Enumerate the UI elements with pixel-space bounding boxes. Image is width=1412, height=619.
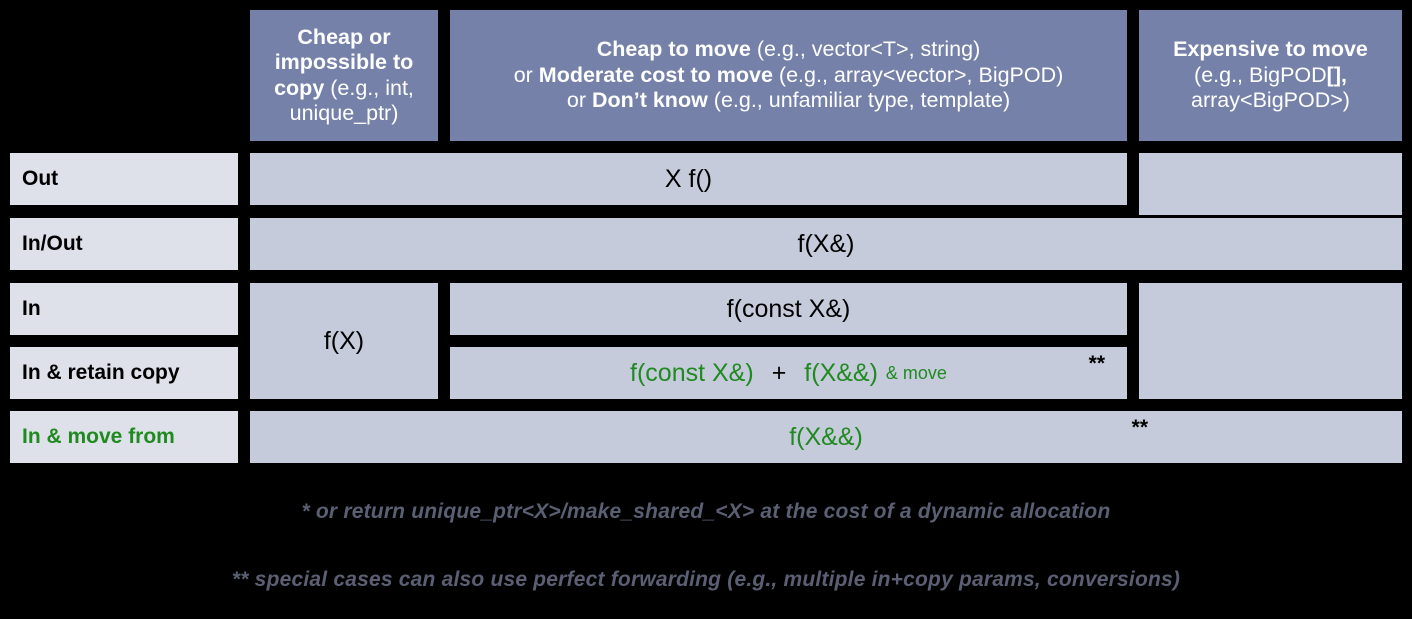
cell-in-out-all: f(X&)	[250, 218, 1402, 270]
row-label-in: In	[10, 283, 238, 335]
cell-text: f(const X&)	[726, 294, 851, 323]
cell-text: f(X&)	[797, 229, 855, 258]
row-label-in-and-move-from: In & move from	[10, 411, 238, 463]
header-line: Expensive to move	[1173, 37, 1368, 62]
row-label-in-and-retain-copy: In & retain copy	[10, 347, 238, 399]
header-line: or Moderate cost to move (e.g., array<ve…	[513, 62, 1064, 87]
row-label-text: In & retain copy	[22, 361, 180, 384]
header-line: copy (e.g., int,	[274, 75, 414, 100]
column-header-expensive-to-move: Expensive to move (e.g., BigPOD[], array…	[1139, 10, 1402, 141]
cell-out-expensive	[1139, 153, 1402, 215]
header-line: array<BigPOD>)	[1191, 88, 1350, 113]
table-corner-cell	[10, 10, 238, 141]
column-header-cheap-or-impossible-to-copy: Cheap or impossible to copy (e.g., int, …	[250, 10, 438, 141]
cell-text-plus: +	[771, 358, 787, 387]
header-line: unique_ptr)	[289, 100, 399, 125]
cell-text: X f()	[664, 164, 713, 193]
cell-text-rvalue-ref: f(X&&)	[804, 358, 878, 387]
footnote-marker: **	[1088, 352, 1105, 375]
cell-in-expensive	[1139, 283, 1402, 399]
header-line: impossible to	[274, 50, 414, 75]
cell-out-cheap-and-move: X f()	[250, 153, 1127, 205]
row-label-text: In	[22, 297, 41, 320]
row-label-text: In & move from	[22, 425, 175, 448]
cell-text: f(X)	[323, 326, 365, 355]
row-label-in-out: In/Out	[10, 218, 238, 270]
row-label-out: Out	[10, 153, 238, 205]
header-line: Cheap to move (e.g., vector<T>, string)	[596, 37, 981, 62]
cell-in-move-from-all: f(X&&) **	[250, 411, 1402, 463]
footnote-marker: **	[1131, 416, 1148, 439]
cell-in-cheap-copy-fx: f(X)	[250, 283, 438, 399]
header-line: Cheap or	[297, 24, 391, 49]
row-label-text: Out	[22, 167, 59, 190]
header-line: or Don’t know (e.g., unfamiliar type, te…	[566, 88, 1011, 113]
cell-text-const-ref: f(const X&)	[630, 358, 754, 387]
footnote-perfect-forwarding: ** special cases can also use perfect fo…	[231, 568, 1181, 591]
cell-text-and-move: & move	[885, 362, 947, 383]
cell-text: f(X&&)	[789, 422, 863, 451]
column-header-cheap-moderate-or-dont-know: Cheap to move (e.g., vector<T>, string) …	[450, 10, 1127, 141]
header-line: (e.g., BigPOD[],	[1194, 62, 1347, 87]
row-label-text: In/Out	[22, 232, 83, 255]
cell-in-move: f(const X&)	[450, 283, 1127, 335]
cell-in-retain-copy-move: f(const X&) + f(X&&) & move **	[450, 347, 1127, 399]
footnote-dynamic-allocation: * or return unique_ptr<X>/make_shared_<X…	[301, 500, 1111, 523]
